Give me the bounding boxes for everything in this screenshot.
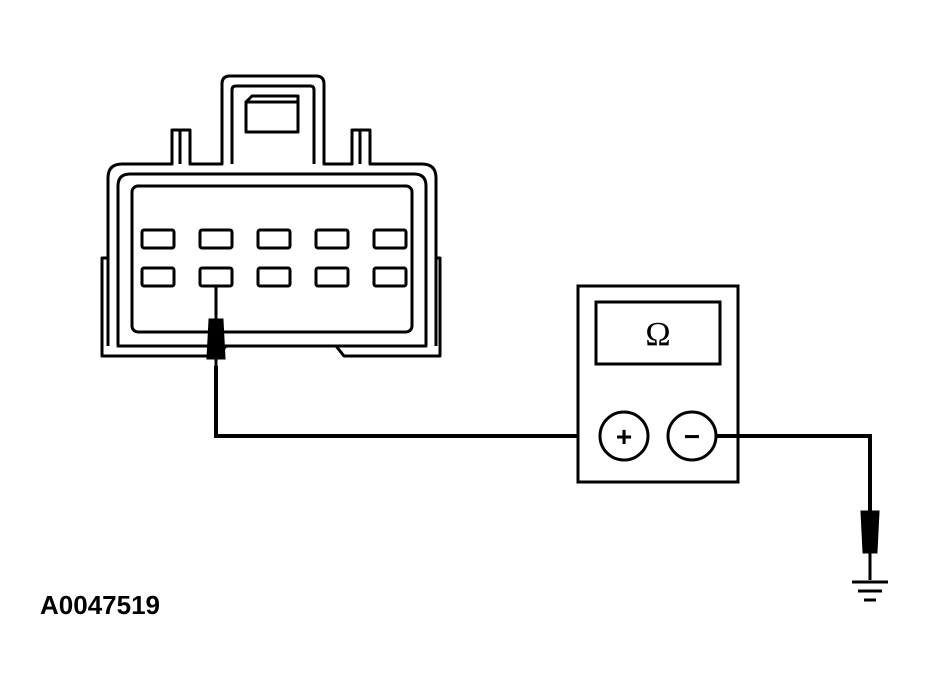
negative-terminal-label: − <box>684 421 700 452</box>
figure-id: A0047519 <box>40 590 160 620</box>
positive-terminal <box>598 410 650 462</box>
terminal-cavity <box>256 228 292 250</box>
terminal-cavity <box>198 228 234 250</box>
electrical-connector <box>100 74 442 358</box>
terminal-cavity <box>372 266 408 288</box>
multimeter: Ω + − <box>576 284 740 484</box>
terminal-cavity <box>140 228 176 250</box>
terminal-cavity <box>314 228 350 250</box>
ground-probe <box>860 510 880 580</box>
positive-terminal-label: + <box>616 421 632 452</box>
terminal-cavity <box>198 266 234 288</box>
multimeter-display <box>594 300 722 366</box>
terminal-cavity <box>140 266 176 288</box>
terminal-cavity <box>256 266 292 288</box>
test-lead-negative <box>716 434 872 512</box>
terminal-cavity <box>372 228 408 250</box>
ohm-symbol: Ω <box>645 316 670 353</box>
ground-icon <box>852 580 888 602</box>
connector-probe <box>206 286 226 366</box>
test-lead-positive <box>214 366 598 438</box>
terminal-cavity <box>314 266 350 288</box>
connector-terminal-cavities <box>140 228 408 288</box>
